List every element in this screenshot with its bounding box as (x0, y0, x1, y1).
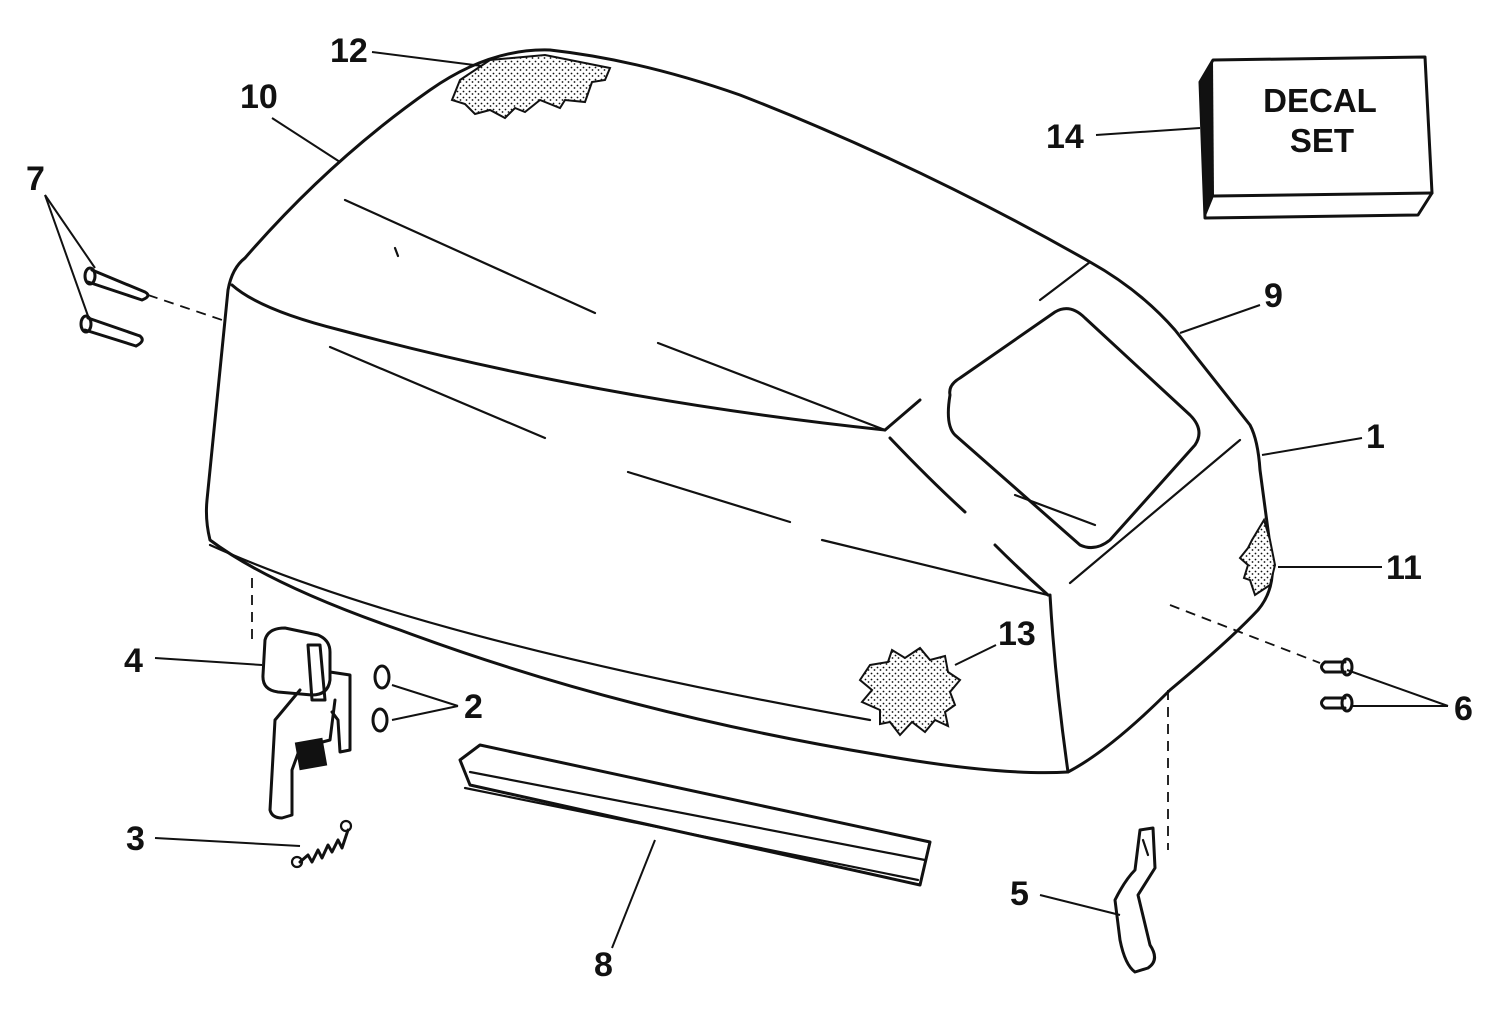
callout-1: 1 (1366, 418, 1385, 456)
callout-9: 9 (1264, 277, 1283, 315)
decal-set-label-line1: DECAL (1263, 82, 1377, 119)
decal-set-label-line2: SET (1290, 122, 1354, 159)
callout-13: 13 (998, 615, 1036, 653)
callout-4: 4 (124, 642, 143, 680)
latch-part-4 (251, 578, 352, 820)
callout-2: 2 (464, 688, 483, 726)
callout-5: 5 (1010, 875, 1029, 913)
callout-8: 8 (594, 946, 613, 984)
callout-14: 14 (1046, 118, 1084, 156)
washer-parts-2 (371, 664, 391, 733)
decal-patch-12 (450, 53, 612, 120)
callout-leaders (44, 51, 1449, 949)
pin-parts-6 (1169, 604, 1354, 713)
callout-10: 10 (240, 78, 278, 116)
callout-11: 11 (1386, 549, 1422, 587)
cover-window (946, 307, 1201, 550)
callout-7: 7 (26, 160, 45, 198)
callout-6: 6 (1454, 690, 1473, 728)
motor-cover (204, 48, 1274, 775)
pin-parts-7 (79, 266, 229, 348)
callout-labels: 12 10 7 14 9 1 11 4 2 13 6 3 5 8 (26, 32, 1473, 984)
decal-patch-11 (1238, 517, 1277, 597)
seal-strip-part-8 (458, 743, 932, 887)
bracket-part-5 (1113, 690, 1169, 974)
callout-3: 3 (126, 820, 145, 858)
decal-set-box: DECAL SET (1198, 55, 1434, 220)
spring-part-3 (290, 819, 353, 869)
decal-patch-13 (858, 646, 962, 737)
callout-12: 12 (330, 32, 368, 70)
